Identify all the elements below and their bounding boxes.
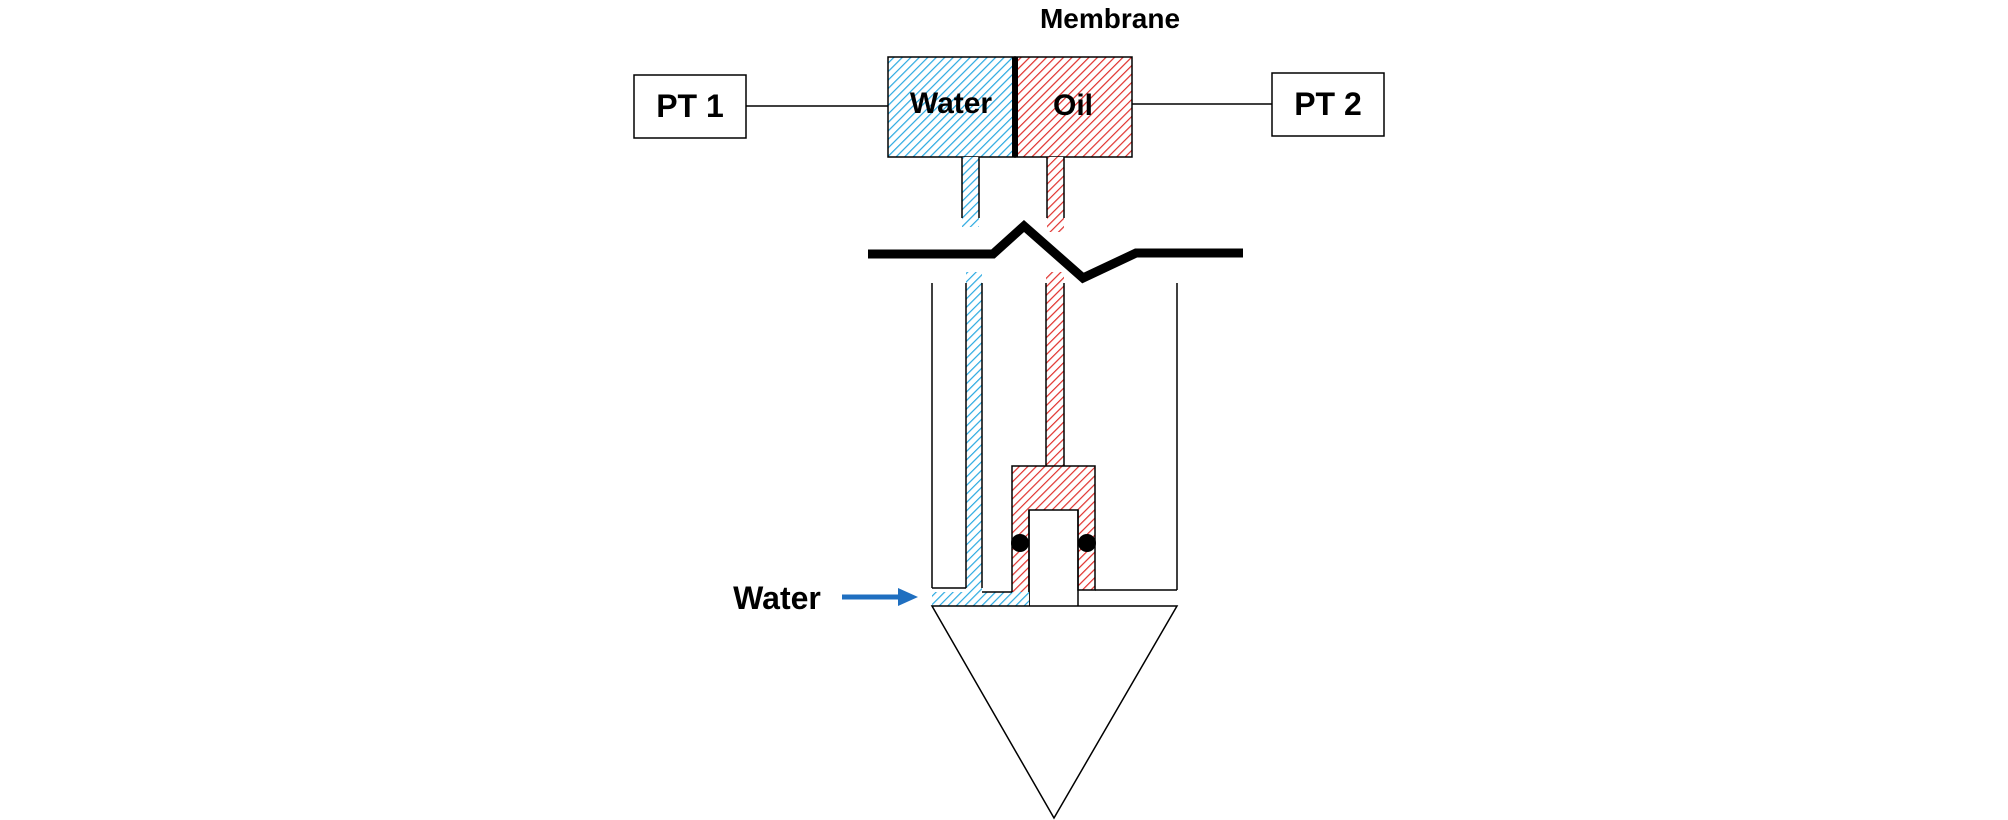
pt2-transducer: PT 2 — [1132, 72, 1385, 137]
pt1-box — [633, 74, 747, 139]
pt1-label: PT 1 — [656, 88, 724, 124]
lower-tubes — [965, 272, 1065, 592]
water-chamber-label: Water — [910, 87, 993, 120]
o-ring-left — [1011, 534, 1029, 552]
water-inlet-label: Water — [733, 580, 821, 616]
membrane-label: Membrane — [1040, 3, 1180, 34]
pt1-transducer: PT 1 — [633, 74, 888, 139]
break-line — [868, 219, 1243, 284]
water-arrow-head — [898, 588, 918, 606]
water-inlet-indicator: Water — [733, 580, 918, 616]
piston — [1011, 465, 1096, 607]
water-tube-lower — [966, 272, 982, 592]
oil-tube-upper — [1047, 157, 1064, 232]
oil-chamber — [1014, 56, 1133, 158]
o-ring-right — [1078, 534, 1096, 552]
oil-chamber-label: Oil — [1053, 89, 1093, 122]
pt2-label: PT 2 — [1294, 86, 1362, 122]
water-chamber — [887, 56, 1016, 158]
cone-tip — [930, 605, 1179, 820]
probe-body — [931, 283, 1178, 591]
pressure-chamber — [887, 56, 1133, 158]
oil-tube-lower — [1046, 272, 1064, 468]
upper-tubes — [961, 157, 1065, 232]
water-tube-upper — [962, 157, 979, 227]
